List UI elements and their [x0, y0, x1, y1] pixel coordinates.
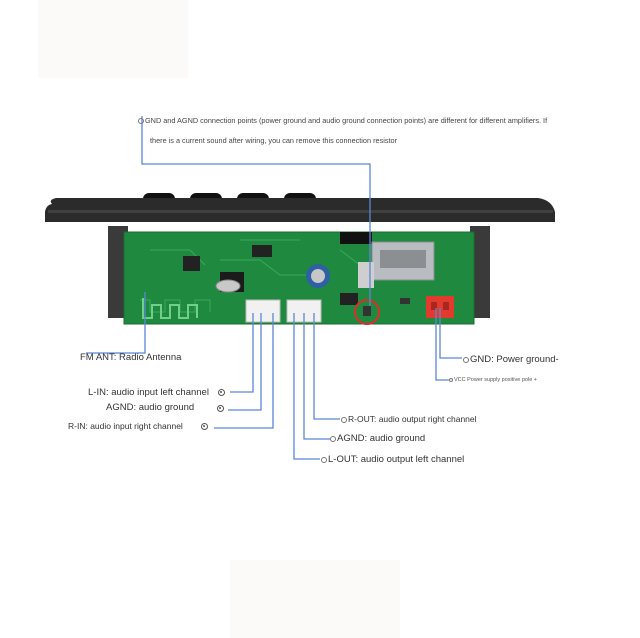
note-line-2: there is a current sound after wiring, y… [150, 136, 397, 145]
target-icon [217, 405, 224, 412]
label-vcc: VCC Power supply positive pole + [449, 377, 537, 383]
label-r-in: R-IN: audio input right channel [68, 421, 183, 431]
power-connector [426, 296, 454, 318]
circle-icon [463, 357, 469, 363]
label-gnd: GND: Power ground- [463, 354, 559, 365]
label-l-out: L-OUT: audio output left channel [321, 454, 464, 465]
circle-icon [321, 457, 327, 463]
right-bracket [470, 226, 490, 318]
label-fm-ant: FM ANT: Radio Antenna [80, 352, 182, 363]
faint-panel-bottom [230, 560, 400, 638]
label-r-out: R-OUT: audio output right channel [341, 414, 477, 424]
circle-icon [330, 436, 336, 442]
note-line-1: GND and AGND connection points (power gr… [138, 116, 547, 125]
left-bracket [108, 226, 128, 318]
faint-panel-top [38, 0, 188, 78]
audio-input-connector [245, 299, 281, 323]
resistor-highlight-circle [354, 299, 380, 325]
target-icon [201, 423, 208, 430]
pcb-antenna [142, 298, 198, 319]
label-l-in: L-IN: audio input left channel [88, 387, 209, 398]
chip-fm [183, 256, 200, 271]
target-icon [218, 389, 225, 396]
circle-icon [138, 118, 144, 124]
label-agnd-left: AGND: audio ground [106, 402, 195, 413]
circle-icon [341, 417, 347, 423]
crystal [215, 279, 241, 293]
circle-icon [449, 378, 453, 382]
callout-lines [86, 116, 462, 460]
label-agnd-right: AGND: audio ground [330, 433, 425, 444]
